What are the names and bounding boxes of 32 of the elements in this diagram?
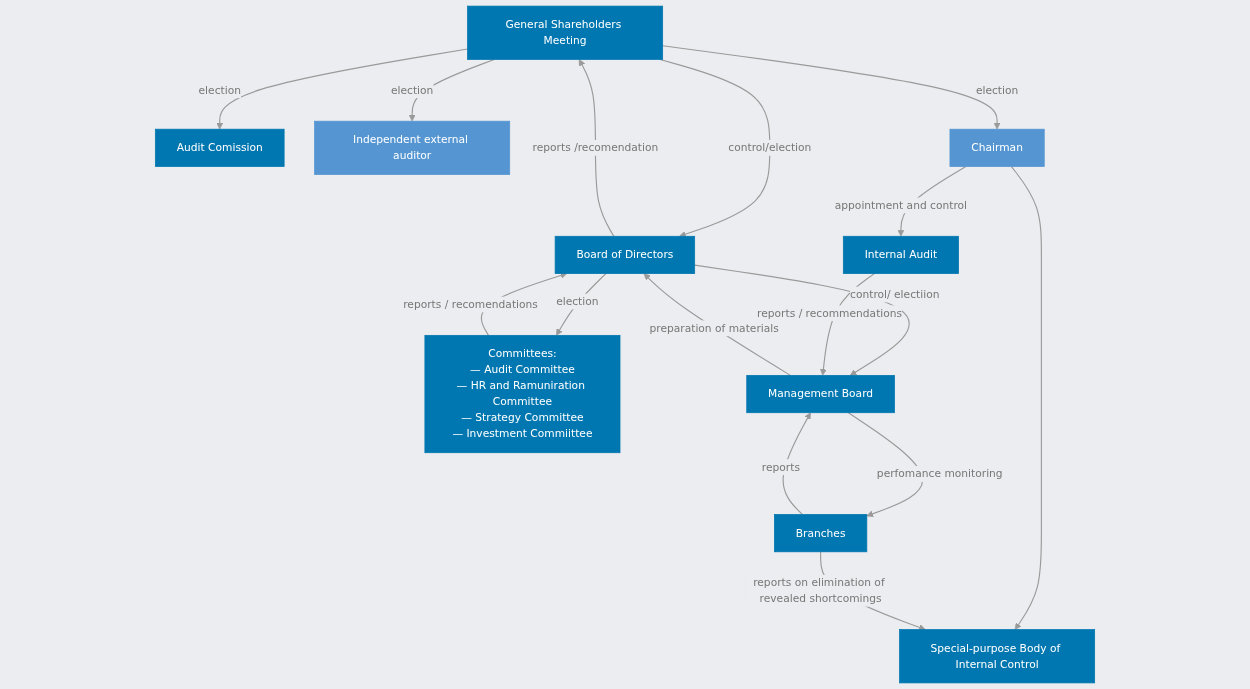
edge-label: election	[198, 83, 241, 97]
arrow	[216, 48, 469, 130]
edge-label: election	[975, 83, 1019, 97]
arrow	[847, 412, 924, 517]
node-box: Audit Comission	[154, 128, 285, 167]
arrow	[556, 273, 607, 336]
edge-label: reports /recomendation	[532, 141, 659, 154]
node-box: Chairman	[949, 128, 1045, 167]
edge-label: control/ electiion	[850, 288, 940, 301]
node-box: Independent external auditor	[314, 120, 511, 175]
node-box: Internal Audit	[842, 235, 959, 274]
node-box: Board of Directors	[554, 235, 696, 274]
edge-label: reports / recomendations	[403, 298, 538, 311]
arrow	[578, 59, 615, 237]
edge-label: preparation of materials	[649, 321, 779, 335]
edge-label: election	[556, 295, 599, 308]
edge-label: reports	[761, 460, 800, 473]
edge-label: perfomance monitoring	[876, 467, 1003, 480]
node-box: Management Board	[746, 375, 895, 414]
arrow	[662, 45, 1001, 130]
edge-label: reports on elimination of revealed shortcomings	[753, 576, 885, 605]
node-box: Special-purpose Body of Internal Control	[899, 629, 1096, 684]
arrow	[1010, 165, 1042, 630]
node-box: Committees: — Audit Committee — HR and Ramuniration Committee — Strategy Committee — Investment Commiittee	[424, 334, 621, 454]
edge-label: appointment and control	[834, 198, 968, 212]
arrow	[659, 58, 771, 238]
node-box: Branches	[774, 514, 868, 553]
edge-label: reports / recommendations	[757, 306, 903, 320]
edge-label: control/election	[728, 141, 812, 154]
arrow	[643, 273, 791, 376]
node-box: General Shareholders Meeting	[467, 5, 664, 60]
edge-label: election	[390, 83, 434, 97]
